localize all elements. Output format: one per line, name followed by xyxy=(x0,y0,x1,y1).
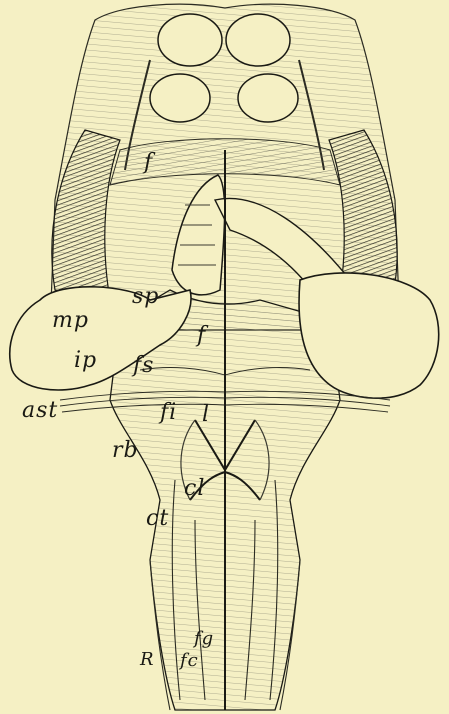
label-ip: ip xyxy=(74,350,97,372)
label-fs: fs xyxy=(133,355,154,377)
label-f-mid: f xyxy=(197,325,206,347)
label-R: R xyxy=(140,651,155,669)
label-l: l xyxy=(202,404,210,426)
label-fc: fc xyxy=(180,652,199,670)
label-ast: ast xyxy=(22,400,58,422)
label-f-top: f xyxy=(144,152,153,174)
label-cl: cl xyxy=(184,478,205,500)
label-mp: mp xyxy=(52,310,89,332)
label-rb: rb xyxy=(112,440,139,462)
label-sp: sp xyxy=(132,286,159,308)
label-fg: fg xyxy=(194,630,214,648)
label-fi: fi xyxy=(160,402,177,424)
label-ct: ct xyxy=(146,508,169,530)
